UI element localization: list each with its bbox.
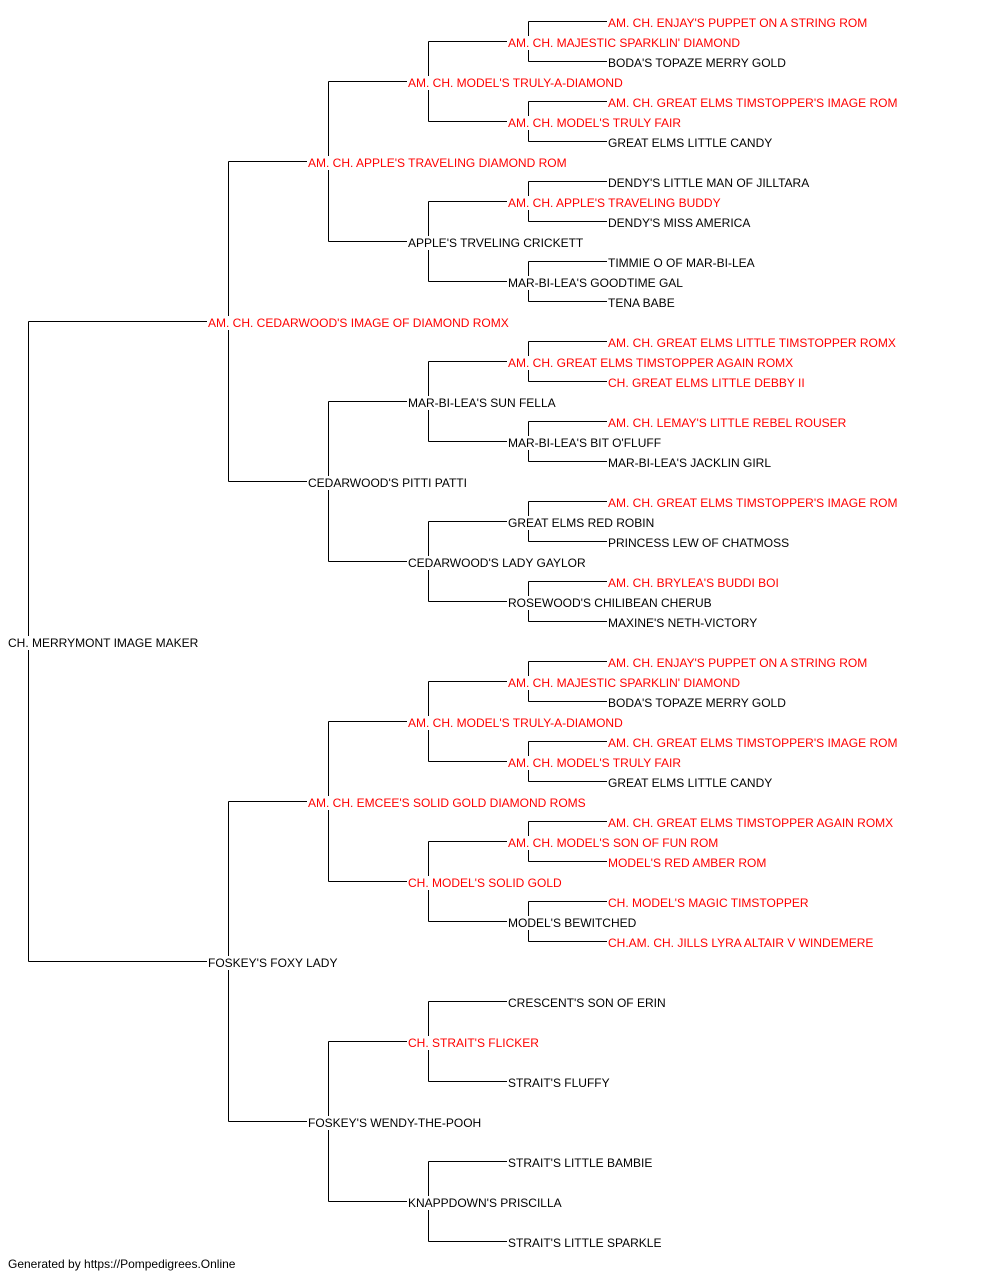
- ancestor-dssss-name: AM. CH. ENJAY'S PUPPET ON A STRING ROM: [607, 656, 869, 670]
- ancestor-dssdd-name: GREAT ELMS LITTLE CANDY: [607, 776, 774, 790]
- ancestor-sd-name: CEDARWOOD'S PITTI PATTI: [307, 476, 468, 490]
- ancestor-ddsd-name: STRAIT'S FLUFFY: [507, 1076, 611, 1090]
- ancestor-dsssd-name: BODA'S TOPAZE MERRY GOLD: [607, 696, 787, 710]
- ancestor-sssss-name: AM. CH. ENJAY'S PUPPET ON A STRING ROM: [607, 16, 869, 30]
- ancestor-dsdd-name: MODEL'S BEWITCHED: [507, 916, 638, 930]
- ancestor-s-name: AM. CH. CEDARWOOD'S IMAGE OF DIAMOND ROM…: [207, 316, 510, 330]
- ancestor-dds-name: CH. STRAIT'S FLICKER: [407, 1036, 540, 1050]
- subject-dog-name: CH. MERRYMONT IMAGE MAKER: [7, 636, 200, 650]
- ancestor-sddss-name: AM. CH. GREAT ELMS TIMSTOPPER'S IMAGE RO…: [607, 496, 899, 510]
- ancestor-sddd-name: ROSEWOOD'S CHILIBEAN CHERUB: [507, 596, 713, 610]
- ancestor-sssdd-name: GREAT ELMS LITTLE CANDY: [607, 136, 774, 150]
- ancestor-sss-name: AM. CH. MODEL'S TRULY-A-DIAMOND: [407, 76, 624, 90]
- ancestor-ssdsd-name: DENDY'S MISS AMERICA: [607, 216, 752, 230]
- ancestor-dsdsd-name: MODEL'S RED AMBER ROM: [607, 856, 768, 870]
- ancestor-dsdss-name: AM. CH. GREAT ELMS TIMSTOPPER AGAIN ROMX: [607, 816, 895, 830]
- ancestor-ss-name: AM. CH. APPLE'S TRAVELING DIAMOND ROM: [307, 156, 568, 170]
- ancestor-sssd-name: AM. CH. MODEL'S TRULY FAIR: [507, 116, 682, 130]
- ancestor-dss-name: AM. CH. MODEL'S TRULY-A-DIAMOND: [407, 716, 624, 730]
- ancestor-d-name: FOSKEY'S FOXY LADY: [207, 956, 339, 970]
- ancestor-sddsd-name: PRINCESS LEW OF CHATMOSS: [607, 536, 791, 550]
- ancestor-sdsss-name: AM. CH. GREAT ELMS LITTLE TIMSTOPPER ROM…: [607, 336, 897, 350]
- ancestor-dddd-name: STRAIT'S LITTLE SPARKLE: [507, 1236, 663, 1250]
- ancestor-sddds-name: AM. CH. BRYLEA'S BUDDI BOI: [607, 576, 780, 590]
- ancestor-sdss-name: AM. CH. GREAT ELMS TIMSTOPPER AGAIN ROMX: [507, 356, 795, 370]
- ancestor-sdddd-name: MAXINE'S NETH-VICTORY: [607, 616, 759, 630]
- ancestor-sds-name: MAR-BI-LEA'S SUN FELLA: [407, 396, 557, 410]
- ancestor-dssds-name: AM. CH. GREAT ELMS TIMSTOPPER'S IMAGE RO…: [607, 736, 899, 750]
- ancestor-ssss-name: AM. CH. MAJESTIC SPARKLIN' DIAMOND: [507, 36, 742, 50]
- generator-footer: Generated by https://Pompedigrees.Online: [8, 1257, 236, 1271]
- ancestor-dsd-name: CH. MODEL'S SOLID GOLD: [407, 876, 563, 890]
- ancestor-dsds-name: AM. CH. MODEL'S SON OF FUN ROM: [507, 836, 720, 850]
- ancestor-dsdds-name: CH. MODEL'S MAGIC TIMSTOPPER: [607, 896, 810, 910]
- ancestor-sdsds-name: AM. CH. LEMAY'S LITTLE REBEL ROUSER: [607, 416, 848, 430]
- ancestor-dssd-name: AM. CH. MODEL'S TRULY FAIR: [507, 756, 682, 770]
- ancestor-sdds-name: GREAT ELMS RED ROBIN: [507, 516, 656, 530]
- ancestor-sdsd-name: MAR-BI-LEA'S BIT O'FLUFF: [507, 436, 663, 450]
- ancestor-dsddd-name: CH.AM. CH. JILLS LYRA ALTAIR V WINDEMERE: [607, 936, 875, 950]
- ancestor-ssddd-name: TENA BABE: [607, 296, 676, 310]
- ancestor-ssds-name: AM. CH. APPLE'S TRAVELING BUDDY: [507, 196, 722, 210]
- ancestor-ssdds-name: TIMMIE O OF MAR-BI-LEA: [607, 256, 756, 270]
- ancestor-ds-name: AM. CH. EMCEE'S SOLID GOLD DIAMOND ROMS: [307, 796, 587, 810]
- ancestor-sdssd-name: CH. GREAT ELMS LITTLE DEBBY II: [607, 376, 806, 390]
- ancestor-ssdd-name: MAR-BI-LEA'S GOODTIME GAL: [507, 276, 684, 290]
- ancestor-ssd-name: APPLE'S TRVELING CRICKETT: [407, 236, 585, 250]
- ancestor-sdd-name: CEDARWOOD'S LADY GAYLOR: [407, 556, 587, 570]
- ancestor-dsss-name: AM. CH. MAJESTIC SPARKLIN' DIAMOND: [507, 676, 742, 690]
- ancestor-ssssd-name: BODA'S TOPAZE MERRY GOLD: [607, 56, 787, 70]
- ancestor-sdsdd-name: MAR-BI-LEA'S JACKLIN GIRL: [607, 456, 772, 470]
- ancestor-sssds-name: AM. CH. GREAT ELMS TIMSTOPPER'S IMAGE RO…: [607, 96, 899, 110]
- ancestor-dd-name: FOSKEY'S WENDY-THE-POOH: [307, 1116, 483, 1130]
- ancestor-ssdss-name: DENDY'S LITTLE MAN OF JILLTARA: [607, 176, 811, 190]
- ancestor-ddd-name: KNAPPDOWN'S PRISCILLA: [407, 1196, 563, 1210]
- ancestor-ddss-name: CRESCENT'S SON OF ERIN: [507, 996, 667, 1010]
- ancestor-ddds-name: STRAIT'S LITTLE BAMBIE: [507, 1156, 654, 1170]
